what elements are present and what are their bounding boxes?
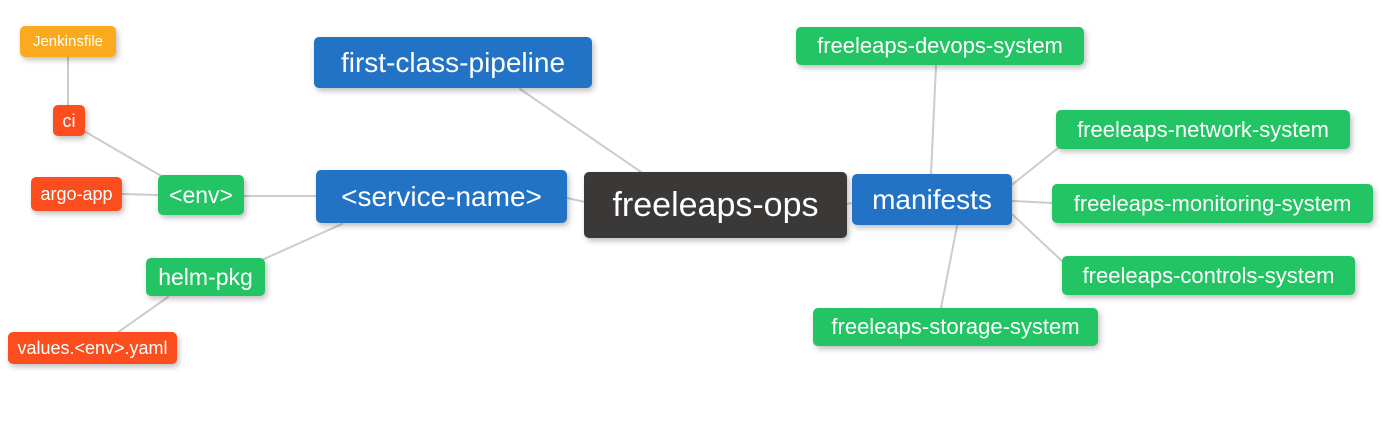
node-freeleaps-devops-system[interactable]: freeleaps-devops-system <box>796 27 1084 65</box>
node-env[interactable]: <env> <box>158 175 244 215</box>
node-helm-pkg[interactable]: helm-pkg <box>146 258 265 296</box>
edge-argo-app-to-env <box>121 193 159 196</box>
node-freeleaps-controls-system[interactable]: freeleaps-controls-system <box>1062 256 1355 295</box>
node-first-class-pipeline[interactable]: first-class-pipeline <box>314 37 592 88</box>
node-freeleaps-ops[interactable]: freeleaps-ops <box>584 172 847 238</box>
node-ci[interactable]: ci <box>53 105 85 136</box>
edge-manifests-to-freeleaps-devops-system <box>930 65 937 175</box>
edge-service-name-to-helm-pkg <box>263 223 343 260</box>
edge-first-class-pipeline-to-freeleaps-ops <box>519 88 642 173</box>
edge-service-name-to-freeleaps-ops <box>566 197 586 203</box>
edge-manifests-to-freeleaps-controls-system <box>1012 214 1064 263</box>
node-freeleaps-network-system[interactable]: freeleaps-network-system <box>1056 110 1350 149</box>
node-manifests[interactable]: manifests <box>852 174 1012 225</box>
edge-manifests-to-freeleaps-monitoring-system <box>1012 200 1053 204</box>
node-freeleaps-monitoring-system[interactable]: freeleaps-monitoring-system <box>1052 184 1373 223</box>
node-freeleaps-storage-system[interactable]: freeleaps-storage-system <box>813 308 1098 346</box>
edge-manifests-to-freeleaps-storage-system <box>940 225 958 309</box>
edge-freeleaps-ops-to-manifests <box>845 202 854 205</box>
node-values-env-yaml[interactable]: values.<env>.yaml <box>8 332 177 364</box>
edge-ci-to-env <box>83 130 164 178</box>
node-service-name[interactable]: <service-name> <box>316 170 567 223</box>
node-jenkinsfile[interactable]: Jenkinsfile <box>20 26 116 57</box>
edge-manifests-to-freeleaps-network-system <box>1012 147 1059 185</box>
edge-helm-pkg-to-values-env-yaml <box>116 296 169 334</box>
node-argo-app[interactable]: argo-app <box>31 177 122 211</box>
